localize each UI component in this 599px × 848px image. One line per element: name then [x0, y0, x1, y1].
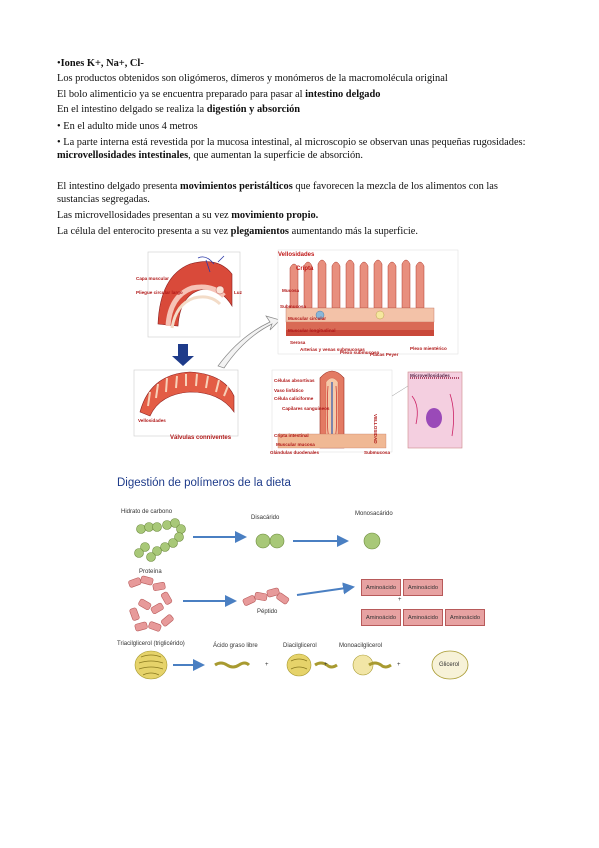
intestine-illustration [133, 249, 463, 453]
amino-acid-box: Aminoácido [403, 609, 443, 626]
protein-chain [128, 575, 174, 632]
monoglyceride [352, 654, 392, 676]
pointer-line [391, 385, 409, 397]
lumen [215, 285, 225, 295]
digestion-title: Digestión de polímeros de la dieta [117, 477, 291, 489]
amino-acid-box: Aminoácido [361, 609, 401, 626]
villi-folds [139, 371, 235, 417]
bullet-length: • En el adulto mide unos 4 metros [57, 121, 198, 132]
crypt-base [277, 433, 387, 449]
digestion-diagram: Hidrato de carbono Disacárido Monosacári… [117, 505, 497, 685]
fatty-acid [214, 661, 251, 669]
cell-nucleus [426, 408, 442, 428]
peptide [242, 587, 290, 606]
cell-outline [411, 393, 454, 437]
bullet-ions: •Iones K+, Na+, Cl- [57, 57, 144, 70]
bullet-mucosa: • La parte interna está revestida por la… [57, 137, 526, 161]
amino-acid-box: Aminoácido [361, 579, 401, 596]
fatty-acid-2 [314, 661, 338, 669]
intestine-tube [157, 261, 233, 327]
movement-line: Las microvellosidades presentan a su vez… [57, 210, 319, 221]
carbohydrate-chain [134, 518, 186, 562]
intestine-figure: Capa muscular Pliegue circular largo Luz… [120, 246, 470, 456]
digestion-line: En el intestino delgado se realiza la di… [57, 104, 301, 115]
arrow-prot-2 [296, 582, 355, 596]
disaccharide [255, 533, 285, 549]
villi-row [289, 259, 425, 309]
enterocyte-line: La célula del enterocito presenta a su v… [57, 226, 418, 237]
products-line: Los productos obtenidos son oligómeros, … [57, 73, 448, 84]
monosaccharide [363, 532, 381, 550]
blood-vessels [197, 255, 225, 273]
bullet-dot: • [57, 58, 61, 69]
peyer-patch [375, 310, 385, 320]
down-arrow-icon [172, 344, 194, 366]
villi-texture [147, 373, 229, 407]
peristaltic-line: El intestino delgado presenta movimiento… [57, 181, 498, 205]
amino-acid-box: Aminoácido [403, 579, 443, 596]
amino-acid-box: Aminoácido [445, 609, 485, 626]
ions-text: Iones K+, Na+, Cl- [60, 58, 144, 69]
circular-muscle [286, 322, 434, 330]
curved-arrow-icon [217, 315, 281, 369]
triglyceride [134, 650, 168, 680]
bolo-line: El bolo alimenticio ya se encuentra prep… [57, 89, 381, 100]
glycerol-shape [431, 650, 469, 680]
longitudinal-muscle [286, 330, 434, 336]
digestion-illustration [128, 518, 469, 680]
diglyceride [286, 653, 312, 677]
inner-fold [170, 295, 222, 329]
vessel [315, 310, 325, 320]
